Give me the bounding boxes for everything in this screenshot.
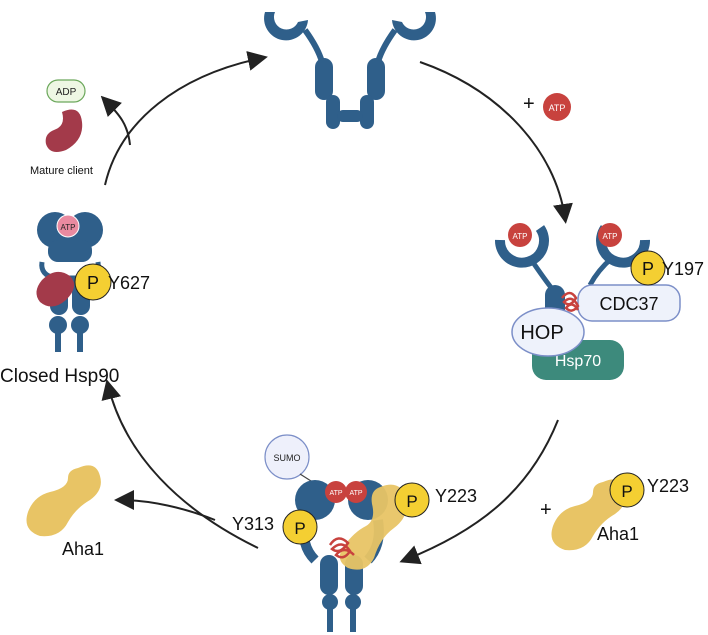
y223-center-label: Y223	[435, 486, 477, 506]
phospho-y313: P	[282, 509, 318, 545]
cdc37-label: CDC37	[599, 294, 658, 314]
aha1-bound-complex: ATP ATP P Y313 P Y223	[232, 480, 477, 632]
phospho-y223-right: P	[609, 472, 645, 508]
client-in-closed	[36, 271, 75, 307]
svg-text:P: P	[87, 273, 99, 293]
arrow-release-aha1	[114, 490, 216, 521]
cdc37-box	[577, 284, 681, 322]
client-squiggle-bottom	[328, 537, 355, 559]
aha1-left-label: Aha1	[62, 539, 104, 559]
hsp70-label: Hsp70	[555, 353, 601, 370]
phospho-y223-center: P	[394, 482, 430, 518]
y197-label: Y197	[662, 259, 704, 279]
hop-label: HOP	[520, 322, 563, 344]
arrow-release-adp	[100, 95, 131, 146]
atp-bottom-right: ATP	[345, 481, 367, 503]
arrow-open-to-client-loading	[419, 61, 573, 224]
svg-text:ATP: ATP	[603, 232, 618, 241]
svg-text:P: P	[621, 482, 632, 501]
svg-text:ATP: ATP	[61, 223, 76, 232]
svg-text:ATP: ATP	[349, 490, 362, 497]
phospho-y197: P	[630, 250, 666, 286]
open-hsp90-dimer	[264, 12, 436, 129]
mature-client-label: Mature client	[30, 165, 93, 177]
atp-right-bound: ATP	[598, 223, 622, 247]
svg-text:ATP: ATP	[513, 232, 528, 241]
aha1-released-shape	[26, 465, 101, 537]
atp-left-bound: ATP	[508, 223, 532, 247]
atp-bottom-left: ATP	[325, 481, 347, 503]
arrow-client-loading-to-aha1	[399, 419, 559, 565]
svg-text:P: P	[406, 492, 417, 511]
sumo-modification: SUMO	[264, 434, 323, 489]
svg-text:ATP: ATP	[329, 490, 342, 497]
plus-atp-sign: +	[523, 93, 535, 115]
plus-aha1-sign: +	[540, 499, 552, 521]
arrow-top-left-to-open	[104, 51, 268, 186]
svg-text:P: P	[642, 259, 654, 279]
svg-text:ADP: ADP	[56, 87, 77, 98]
aha1-incoming-shape	[551, 479, 626, 551]
y313-label: Y313	[232, 514, 274, 534]
phospho-y627: P	[74, 263, 112, 301]
svg-text:P: P	[294, 519, 305, 538]
svg-text:ATP: ATP	[549, 103, 566, 113]
aha1-bound-shape	[339, 484, 407, 570]
closed-hsp90: ATP P Y627	[36, 212, 150, 352]
arrow-aha1-to-closed	[101, 379, 259, 549]
y223-right-label: Y223	[647, 476, 689, 496]
cycle-arrows	[100, 51, 573, 565]
svg-text:SUMO: SUMO	[274, 453, 301, 463]
mature-client-shape	[45, 109, 83, 152]
atp-molecule-free: ATP	[543, 93, 571, 121]
client-squiggle	[561, 291, 580, 312]
hop-box	[511, 307, 585, 357]
closed-hsp90-label: Closed Hsp90	[0, 366, 119, 387]
atp-closed: ATP	[56, 214, 80, 238]
aha1-right-label: Aha1	[597, 524, 639, 544]
client-loading-complex: ATP ATP Hsp70 CDC37 HOP P Y197	[494, 223, 704, 380]
adp-molecule: ADP	[46, 79, 86, 103]
y627-label: Y627	[108, 273, 150, 293]
